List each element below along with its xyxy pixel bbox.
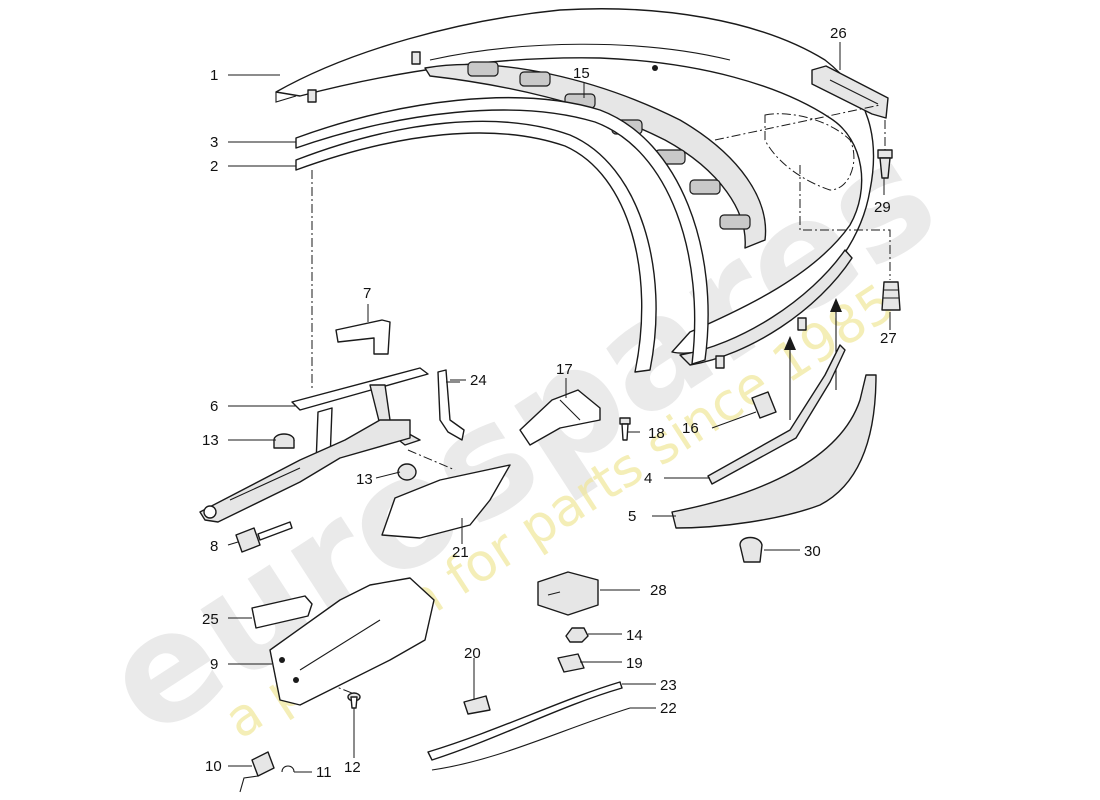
callout-21: 21 [452,544,469,561]
callout-24: 24 [470,372,487,389]
part-20-clip [463,695,491,715]
part-24-strip [437,369,465,441]
callout-28: 28 [650,582,667,599]
callout-20: 20 [464,645,481,662]
callout-1: 1 [210,67,218,84]
callout-26: 26 [830,25,847,42]
part-13-nut-lower [397,463,417,481]
callout-7: 7 [363,285,371,302]
callout-16: 16 [682,420,699,437]
callout-17: 17 [556,361,573,378]
part-27-rubber-buffer [881,281,901,311]
part-28-connector [537,571,599,616]
callout-3: 3 [210,134,218,151]
callout-6: 6 [210,398,218,415]
callout-13-upper: 13 [202,432,219,449]
callout-19: 19 [626,655,643,672]
callout-11: 11 [316,764,332,781]
part-30-clip [739,536,763,563]
leader-lines [227,42,891,773]
callout-14: 14 [626,627,643,644]
part-18-screw [619,417,631,441]
callout-4: 4 [644,470,652,487]
part-2-seal-inner [295,120,657,373]
part-17-bracket [519,389,601,446]
part-25-cover [251,595,313,629]
callout-13-lower: 13 [356,471,373,488]
part-5-seal-strip [671,374,877,529]
callout-30: 30 [804,543,821,560]
part-14-nut [565,627,589,643]
callout-22: 22 [660,700,677,717]
part-12-pin [347,692,361,709]
part-13-nut-upper [273,433,295,449]
callout-12: 12 [344,759,361,776]
part-21-trim-panel [381,464,511,539]
callout-10: 10 [205,758,222,775]
part-19-clip [557,653,585,673]
part-26-latch-plate [811,65,889,119]
callout-9: 9 [210,656,218,673]
callout-5: 5 [628,508,636,525]
part-7-cover [335,319,391,355]
part-10-hinge-pin [239,751,275,793]
part-6-bracket [199,367,429,523]
part-16-clip [751,391,777,419]
part-22-cable [431,707,631,771]
direction-arrows [784,298,842,420]
callout-23: 23 [660,677,677,694]
part-4-seal-strip [707,344,846,485]
callout-29: 29 [874,199,891,216]
part-23-cable-track [427,681,623,761]
callout-15: 15 [573,65,590,82]
part-8-bolt [235,521,293,553]
callout-labels: 1 3 2 15 26 29 27 7 6 13 13 8 24 17 18 1… [202,25,897,781]
part-11-circlip [281,765,295,773]
part-29-screw [877,149,893,179]
callout-2: 2 [210,158,218,175]
callout-27: 27 [880,330,897,347]
callout-8: 8 [210,538,218,555]
callout-18: 18 [648,425,665,442]
part-9-mounting-plate [269,577,435,706]
part-3-seal-outer [295,97,709,365]
callout-25: 25 [202,611,219,628]
